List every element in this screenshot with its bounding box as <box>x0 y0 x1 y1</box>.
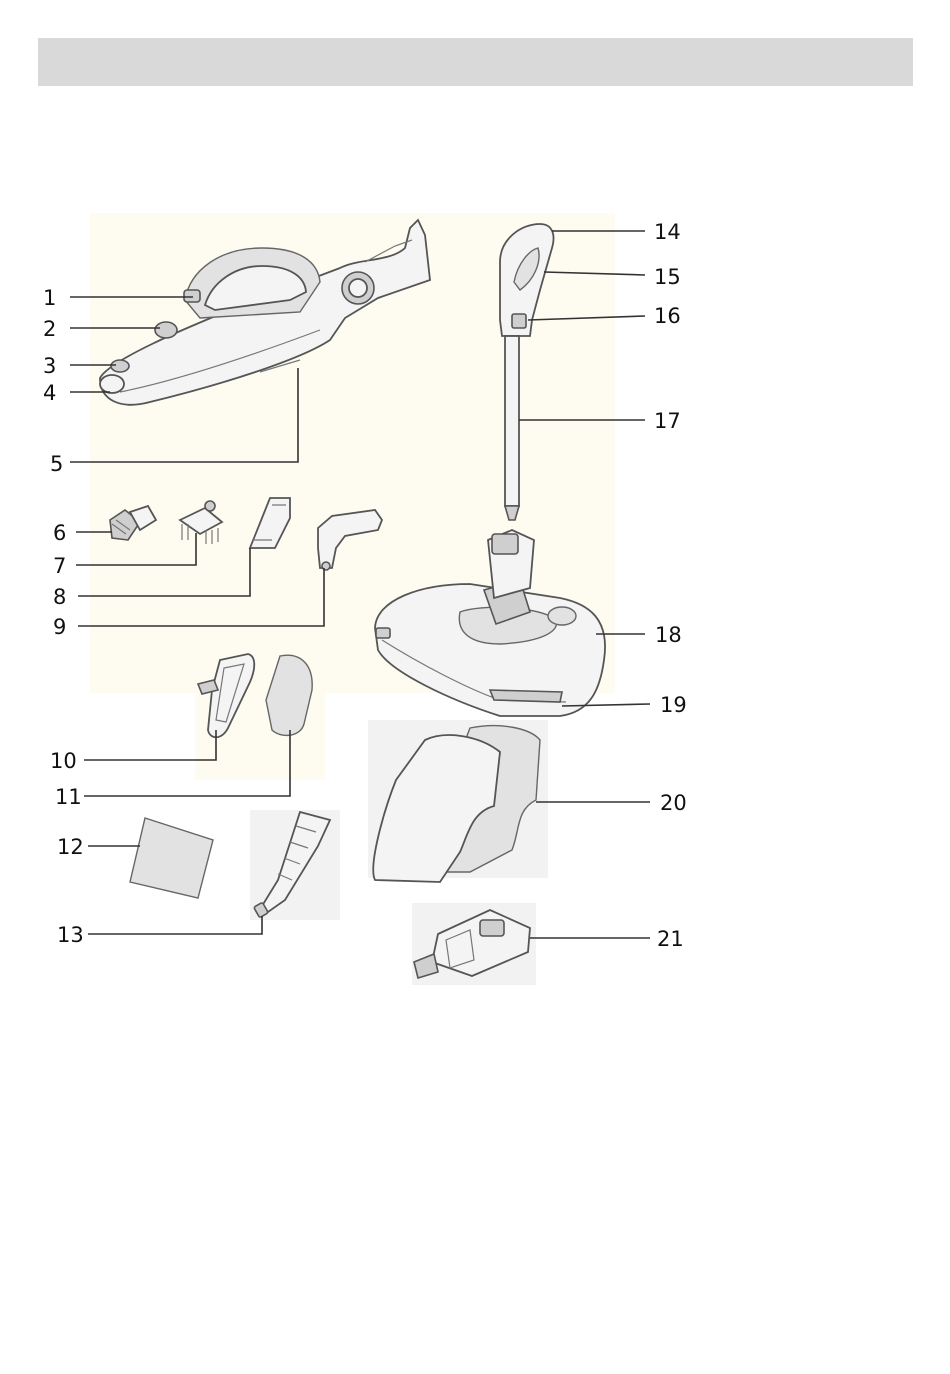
callout-6: 6 <box>53 521 66 545</box>
callout-9: 9 <box>53 615 66 639</box>
callout-21: 21 <box>657 927 684 951</box>
callout-13: 13 <box>57 923 84 947</box>
callout-3: 3 <box>43 354 56 378</box>
callout-7: 7 <box>53 554 66 578</box>
callout-18: 18 <box>655 623 682 647</box>
square-cloth-illustration <box>130 818 213 898</box>
callout-2: 2 <box>43 317 56 341</box>
callout-19: 19 <box>660 693 687 717</box>
callout-15: 15 <box>654 265 681 289</box>
callout-1: 1 <box>43 286 56 310</box>
callout-12: 12 <box>57 835 84 859</box>
callout-10: 10 <box>50 749 77 773</box>
callout-17: 17 <box>654 409 681 433</box>
leader-13 <box>88 916 262 934</box>
callout-11: 11 <box>55 785 82 809</box>
callout-16: 16 <box>654 304 681 328</box>
callout-5: 5 <box>50 452 63 476</box>
callout-14: 14 <box>654 220 681 244</box>
callout-8: 8 <box>53 585 66 609</box>
callout-4: 4 <box>43 381 56 405</box>
callout-20: 20 <box>660 791 687 815</box>
